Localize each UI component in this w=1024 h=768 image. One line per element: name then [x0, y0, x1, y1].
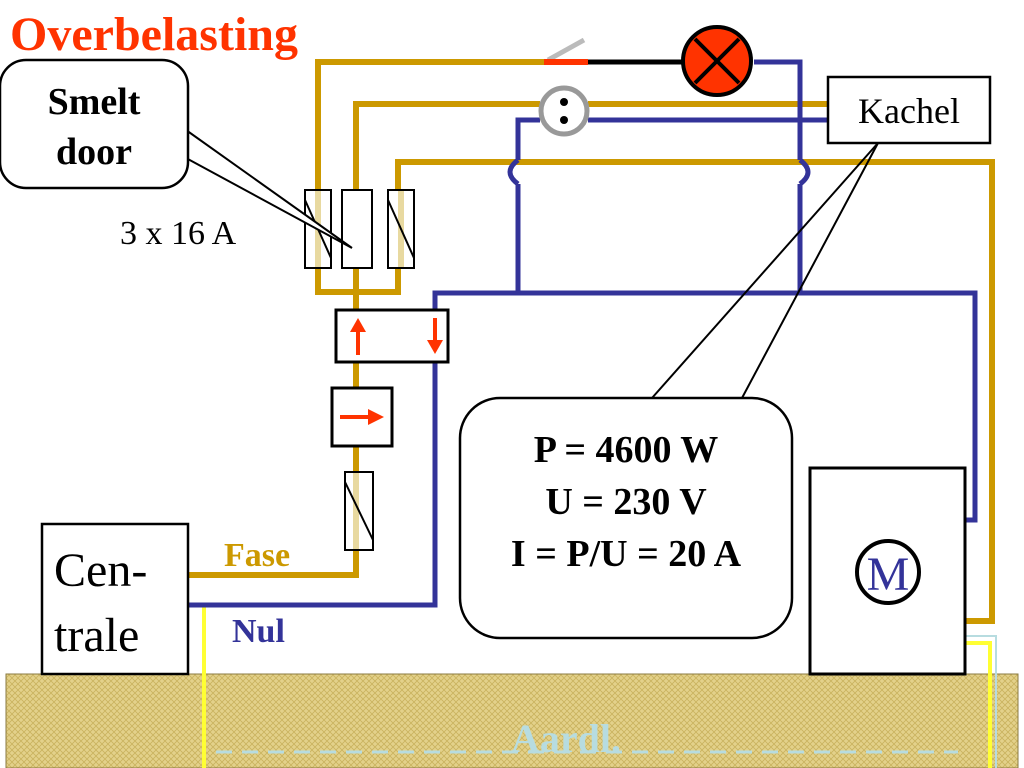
motor-label: M [867, 548, 910, 601]
motor-appliance: M [808, 466, 967, 676]
kachel-label: Kachel [858, 91, 960, 131]
main-switch [334, 308, 450, 364]
fase-label: Fase [224, 537, 290, 574]
light-switch [544, 37, 690, 65]
callout-smelt-line1: Smelt [48, 81, 141, 123]
fuse-2 [341, 189, 373, 269]
callout-smelt-door: Smelt door [0, 58, 353, 249]
fuse-rating-label: 3 x 16 A [120, 215, 237, 252]
main-fuse [344, 471, 374, 551]
calc-power: P = 4600 W [534, 429, 719, 471]
calc-voltage: U = 230 V [545, 481, 707, 523]
motor-icon [855, 539, 921, 605]
centrale-line1: Cen- [54, 544, 147, 597]
centrale-box: Cen- trale [40, 522, 190, 676]
centrale-line2: trale [54, 609, 139, 662]
aarde-label: Aardl. [511, 716, 621, 761]
meter-box [330, 386, 394, 448]
earth-wires [202, 605, 997, 768]
calc-current: I = P/U = 20 A [511, 533, 742, 575]
page-title: Overbelasting [10, 8, 298, 61]
fuse-group [304, 189, 415, 269]
nul-label: Nul [232, 613, 285, 650]
kachel-box: Kachel [826, 75, 992, 145]
calc-callout: P = 4600 W U = 230 V I = P/U = 20 A [458, 396, 794, 640]
lamp-icon [681, 25, 753, 97]
socket-icon [538, 85, 590, 137]
kachel-pointer [651, 142, 879, 399]
callout-smelt-line2: door [56, 131, 132, 173]
